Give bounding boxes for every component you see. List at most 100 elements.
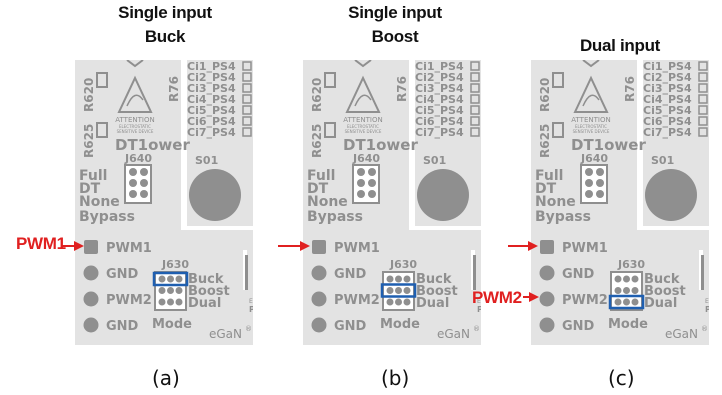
panel-c-mode-buck: Buck xyxy=(644,272,680,287)
panel-b-cap-label-5: Ci6_PS4 xyxy=(415,115,464,128)
panel-a-esd-warning-icon xyxy=(117,75,153,113)
panel-b-r620-label: R620 xyxy=(310,78,324,112)
panel-b-esd-warning-icon xyxy=(345,75,381,113)
panel-c-j640-label: J640 xyxy=(580,152,608,165)
panel-a-pin-pad-0 xyxy=(84,240,98,254)
panel-c-pin-pad-0 xyxy=(540,240,554,254)
panel-c-cap-label-3: Ci4_PS4 xyxy=(643,93,692,106)
panel-c-pin-label-1: GND xyxy=(562,267,595,282)
panel-a-dt-option-1: DT xyxy=(79,181,101,197)
panel-c-s01-label: S01 xyxy=(651,154,674,167)
panel-b-pin-pad-0 xyxy=(312,240,326,254)
panel-a-dt-label: DT1ower xyxy=(115,136,190,154)
panel-b-pin-label-3: GND xyxy=(334,319,367,334)
panel-b-r620-pad xyxy=(324,72,336,88)
panel-c-external-pwm2-label: PWM2 xyxy=(472,288,522,307)
panel-b-cap-label-2: Ci3_PS4 xyxy=(415,82,464,95)
panel-b-warning-line2: SENSITIVE DEVICE xyxy=(345,129,382,134)
panel-c-pwm2-arrow-head xyxy=(529,292,539,302)
panel-b-pwm1-arrow-head xyxy=(300,241,310,251)
panel-a-pin-label-3: GND xyxy=(106,319,139,334)
panel-a-s01-switch xyxy=(189,169,241,221)
panel-b-r625-label: R625 xyxy=(310,124,324,158)
panel-a-s01-label: S01 xyxy=(195,154,218,167)
panel-c-pin-pad-3 xyxy=(539,317,555,333)
panel-c-cap-label-2: Ci3_PS4 xyxy=(643,82,692,95)
panel-b-cap-label-3: Ci4_PS4 xyxy=(415,93,464,106)
panel-b-title-line1: Single input xyxy=(348,3,442,22)
panel-a-warning-line2: SENSITIVE DEVICE xyxy=(117,129,154,134)
panel-b-mode-dual: Dual xyxy=(416,296,449,311)
panel-a-pin-label-1: GND xyxy=(106,267,139,282)
panel-c-pin-pad-2 xyxy=(539,291,555,307)
panel-b-cap-label-0: Ci1_PS4 xyxy=(415,60,464,73)
panel-b-edge-text: EF xyxy=(477,298,485,305)
panel-a-pin-pad-3 xyxy=(83,317,99,333)
panel-c-brand-mark: ® xyxy=(701,325,708,333)
panel-b-dt-option-0: Full xyxy=(307,168,335,184)
panel-b-r625-pad xyxy=(324,122,336,138)
panel-b-s01-label: S01 xyxy=(423,154,446,167)
panel-a-cap-label-5: Ci6_PS4 xyxy=(187,115,236,128)
panel-c-caption: (c) xyxy=(608,366,635,390)
panel-c-selected-mode-highlight xyxy=(608,294,645,310)
panel-b-pin-label-1: GND xyxy=(334,267,367,282)
panel-a-pwm1-arrow-head xyxy=(74,241,84,251)
panel-c-board: R620R625R76ATTENTIONELECTROSTATICSENSITI… xyxy=(531,60,711,345)
panel-b-pin-label-0: PWM1 xyxy=(334,241,380,256)
panel-a-selected-mode-highlight xyxy=(152,271,189,287)
panel-c-pwm1-arrow-head xyxy=(528,241,538,251)
panel-a-dt-option-3: Bypass xyxy=(79,209,135,225)
panel-b-dt-option-3: Bypass xyxy=(307,209,363,225)
panel-a-pin-pad-1 xyxy=(83,265,99,281)
panel-a-title-line2: Buck xyxy=(144,27,186,46)
panel-c-dt-option-1: DT xyxy=(535,181,557,197)
panel-a-cap-label-0: Ci1_PS4 xyxy=(187,60,236,73)
panel-a-external-pwm1-label: PWM1 xyxy=(16,234,66,253)
panel-c-cap-label-6: Ci7_PS4 xyxy=(643,126,692,139)
panel-a-edge-text-2: P xyxy=(249,305,255,314)
panel-c-title-line2: Dual input xyxy=(579,36,661,55)
panel-b-pin-label-2: PWM2 xyxy=(334,293,380,308)
panel-a-j630-label: J630 xyxy=(161,258,189,271)
panel-c-j630-label: J630 xyxy=(617,258,645,271)
panel-a-mode-dual: Dual xyxy=(188,296,221,311)
panel-b-brand-mark: ® xyxy=(473,325,480,333)
panel-c-warning-title: ATTENTION xyxy=(571,116,610,124)
panel-c-pin-label-3: GND xyxy=(562,319,595,334)
panel-b-warning-line1: ELECTROSTATIC xyxy=(347,124,379,129)
panel-c-mode-dual: Dual xyxy=(644,296,677,311)
panel-c-warning-line1: ELECTROSTATIC xyxy=(575,124,607,129)
panel-a-brand-label: eGaN xyxy=(209,327,242,341)
panel-b-cap-label-4: Ci5_PS4 xyxy=(415,104,464,117)
panel-b-warning-title: ATTENTION xyxy=(343,116,382,124)
panel-a-board: R620R625R76ATTENTIONELECTROSTATICSENSITI… xyxy=(75,60,255,345)
panel-a-mode-label: Mode xyxy=(152,317,192,332)
panel-c-pin-pad-1 xyxy=(539,265,555,281)
panel-b-pin-pad-3 xyxy=(311,317,327,333)
panel-b-pin-pad-2 xyxy=(311,291,327,307)
panel-b-selected-mode-highlight xyxy=(380,283,417,298)
panel-a-pin-label-2: PWM2 xyxy=(106,293,152,308)
panel-c-r620-label: R620 xyxy=(538,78,552,112)
panel-a-pin-label-0: PWM1 xyxy=(106,241,152,256)
panel-b-mode-label: Mode xyxy=(380,317,420,332)
panel-a-pin-pad-2 xyxy=(83,291,99,307)
panel-a-mode-buck: Buck xyxy=(188,272,224,287)
panel-b-dt-option-1: DT xyxy=(307,181,329,197)
panel-a-warning-line1: ELECTROSTATIC xyxy=(119,124,151,129)
panel-c-s01-switch xyxy=(645,169,697,221)
panel-b-brand-label: eGaN xyxy=(437,327,470,341)
panel-a-cap-label-3: Ci4_PS4 xyxy=(187,93,236,106)
panel-c-edge-text-2: P xyxy=(705,305,711,314)
panel-c-cap-label-5: Ci6_PS4 xyxy=(643,115,692,128)
panel-b-r76-label: R76 xyxy=(395,76,409,102)
panel-b-j640-label: J640 xyxy=(352,152,380,165)
panel-c-dt-label: DT1ower xyxy=(571,136,646,154)
panel-a-r625-label: R625 xyxy=(82,124,96,158)
panel-c-cap-label-1: Ci2_PS4 xyxy=(643,71,692,84)
panel-a-r620-pad xyxy=(96,72,108,88)
panel-c-esd-warning-icon xyxy=(573,75,609,113)
